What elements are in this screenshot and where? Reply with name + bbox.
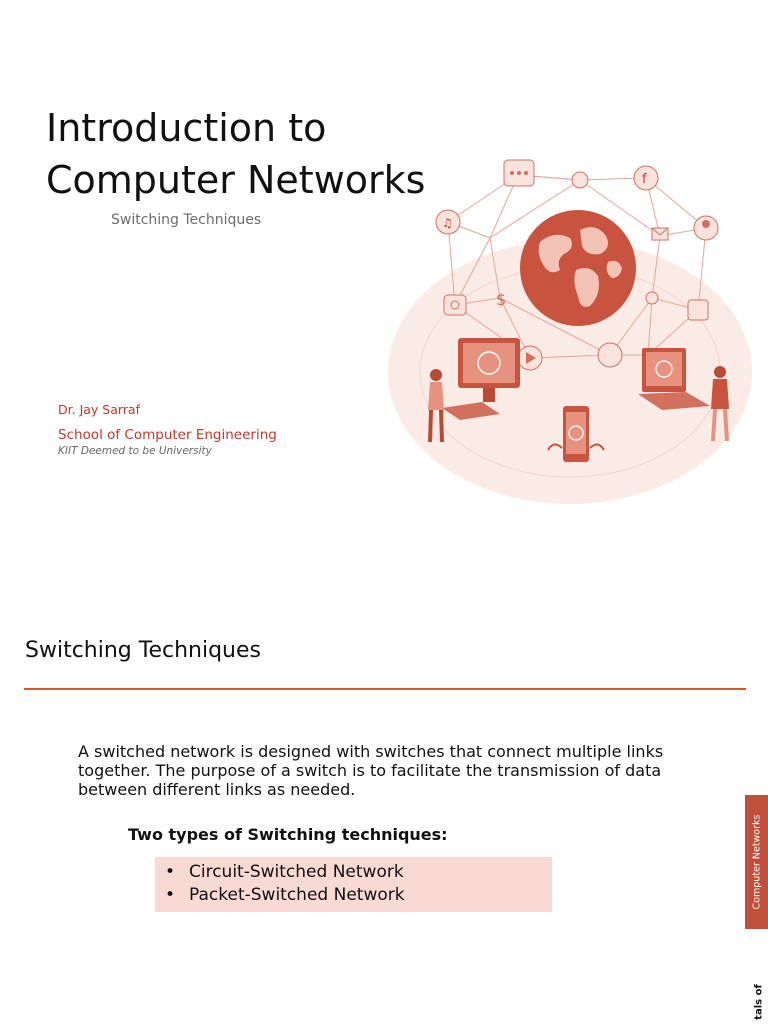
author-university: KIIT Deemed to be University	[58, 445, 212, 457]
author-block: Dr. Jay Sarraf School of Computer Engine…	[58, 402, 277, 458]
paragraph-line-1: A switched network is designed with swit…	[78, 742, 664, 761]
twitter-icon	[645, 291, 659, 305]
author-name: Dr. Jay Sarraf	[58, 402, 140, 417]
dollar-icon: $	[496, 290, 506, 309]
network-illustration: f ♫ $	[388, 159, 752, 504]
side-tab-label: Computer Networks	[751, 814, 762, 910]
presentation-title: Introduction to Computer Networks	[46, 102, 425, 206]
types-box: Circuit-Switched Network Packet-Switched…	[155, 857, 552, 912]
slide-title: Introduction to Computer Networks Switch…	[46, 102, 752, 504]
location-pin-icon	[571, 171, 589, 189]
title-line-1: Introduction to	[46, 106, 327, 150]
monitor-icon	[442, 338, 520, 420]
list-item: Packet-Switched Network	[163, 884, 552, 907]
svg-text:f: f	[642, 172, 647, 187]
facebook-icon: f	[633, 165, 659, 191]
chat-icon	[503, 159, 535, 187]
paragraph-line-3: between different links as needed.	[78, 780, 356, 799]
heading-rule	[24, 688, 746, 690]
camera-icon	[443, 294, 467, 316]
types-list: Circuit-Switched Network Packet-Switched…	[163, 861, 552, 907]
types-heading: Two types of Switching techniques:	[128, 825, 448, 844]
svg-text:$: $	[496, 290, 506, 309]
globe-icon	[520, 210, 636, 326]
slide-switching-techniques: Switching Techniques A switched network …	[0, 560, 768, 1024]
intro-paragraph: A switched network is designed with swit…	[78, 742, 738, 799]
paragraph-line-2: together. The purpose of a switch is to …	[78, 761, 662, 780]
author-school: School of Computer Engineering	[58, 427, 277, 443]
music-icon: ♫	[435, 209, 461, 235]
user-icon	[693, 215, 719, 241]
mail-icon	[651, 227, 669, 241]
person-icon	[428, 369, 444, 443]
side-fragment-label: tals of	[753, 984, 764, 1020]
svg-text:♫: ♫	[442, 216, 453, 230]
presentation-subtitle: Switching Techniques	[111, 212, 262, 228]
photo-icon	[687, 299, 709, 321]
list-item: Circuit-Switched Network	[163, 861, 552, 884]
person-icon	[711, 366, 729, 442]
side-tab: Computer Networks	[745, 795, 768, 929]
laptop-icon	[638, 348, 710, 410]
play-icon	[517, 345, 543, 371]
like-icon	[597, 342, 623, 368]
slide-heading: Switching Techniques	[25, 638, 261, 663]
platform-base	[388, 240, 752, 504]
side-fragment: tals of	[749, 980, 768, 1024]
title-line-2: Computer Networks	[46, 158, 426, 202]
smartphone-icon	[547, 406, 605, 462]
